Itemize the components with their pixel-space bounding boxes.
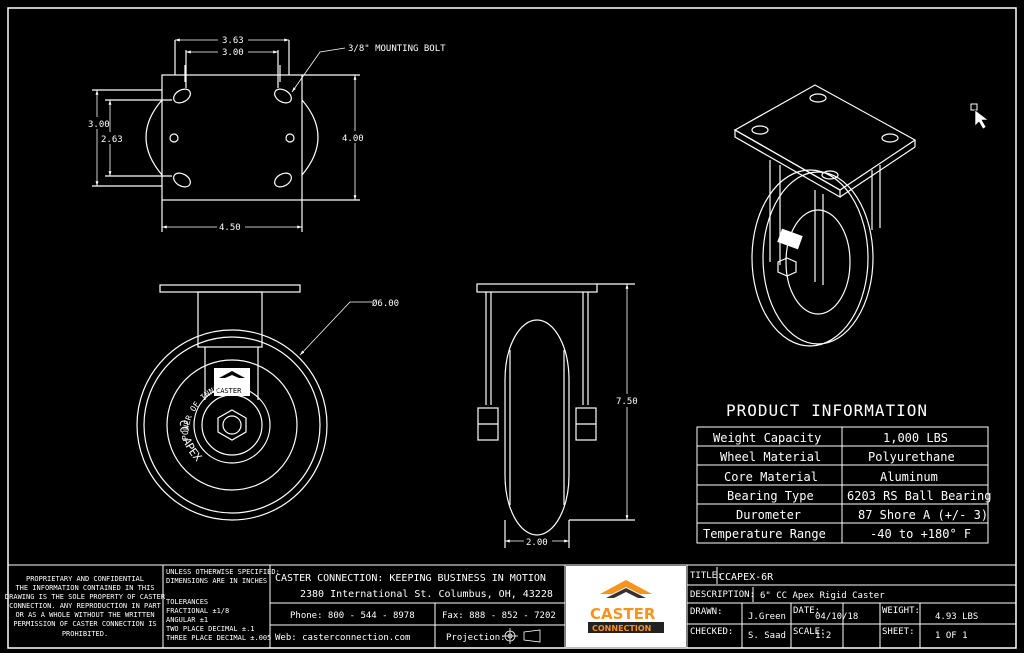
tolerances-label: TOLERANCES	[166, 598, 208, 606]
tolerances-block: UNLESS OTHERWISE SPECIFIED: DIMENSIONS A…	[166, 568, 280, 642]
drawn-value: J.Green	[748, 612, 786, 622]
angular-tol: ANGULAR ±1	[166, 616, 208, 624]
company-logo-mark: CASTER CONNECTION	[588, 580, 664, 633]
top-plate-dimensions	[95, 38, 357, 229]
dim-wheel-width: 2.00	[526, 538, 548, 548]
three-place-tol: THREE PLACE DECIMAL ±.005	[166, 634, 271, 642]
date-value: 04/10/18	[815, 612, 858, 622]
title-label: TITLE:	[690, 571, 723, 581]
proprietary-line: DRAWING IS THE SOLE PROPERTY OF CASTER	[5, 593, 166, 601]
proprietary-line: PERMISSION OF CASTER CONNECTION IS	[13, 620, 156, 628]
row-value: 87 Shore A (+/- 3)	[858, 508, 988, 522]
side-wheel-view	[136, 284, 328, 521]
proprietary-line: CONNECTION. ANY REPRODUCTION IN PART	[9, 602, 162, 610]
scale-label: SCALE:	[793, 627, 826, 637]
row-value: 1,000 LBS	[883, 431, 948, 445]
product-info-title: PRODUCT INFORMATION	[726, 401, 928, 420]
projection-label: Projection:	[446, 633, 506, 643]
dim-left-inner: 2.63	[101, 135, 123, 145]
company-fax: Fax: 888 - 852 - 7202	[442, 611, 556, 621]
product-info-table	[696, 426, 989, 544]
diameter-leader	[299, 301, 372, 356]
weight-label: WEIGHT:	[882, 606, 920, 616]
date-label: DATE:	[793, 606, 820, 616]
company-web: Web: casterconnection.com	[275, 633, 410, 643]
row-value: 6203 RS Ball Bearing	[847, 489, 992, 503]
row-label: Core Material	[724, 470, 818, 484]
row-label: Wheel Material	[720, 450, 821, 464]
proprietary-notice: PROPRIETARY AND CONFIDENTIAL THE INFORMA…	[5, 575, 166, 638]
row-label: Bearing Type	[727, 489, 814, 503]
fractional-tol: FRACTIONAL ±1/8	[166, 607, 229, 615]
projection-symbol-icon	[502, 628, 541, 644]
dim-top-outer: 3.63	[222, 36, 244, 46]
proprietary-line: THE INFORMATION CONTAINED IN THIS	[15, 584, 154, 592]
dim-wheel-diameter: Ø6.00	[372, 298, 399, 309]
row-value: Polyurethane	[868, 450, 955, 464]
row-label: Weight Capacity	[713, 431, 821, 445]
dim-mounting-bolt: 3/8" MOUNTING BOLT	[348, 44, 446, 54]
iso-logo-badge	[777, 228, 803, 250]
isometric-view	[733, 84, 917, 347]
title-value: CCAPEX-6R	[719, 572, 774, 583]
row-value: -40 to +180° F	[870, 527, 971, 541]
top-plate-view	[92, 40, 360, 232]
company-phone: Phone: 800 - 544 - 8978	[290, 611, 415, 621]
dim-right-height: 4.00	[342, 134, 364, 144]
sheet-label: SHEET:	[882, 627, 915, 637]
product-info-rows: Weight Capacity 1,000 LBS Wheel Material…	[703, 431, 992, 541]
dim-top-inner: 3.00	[222, 48, 244, 58]
caster-logo-mark: CASTER	[214, 368, 250, 396]
row-label: Durometer	[736, 508, 801, 522]
checked-label: CHECKED:	[690, 627, 733, 637]
dim-overall-height: 7.50	[616, 397, 638, 407]
unless-line1: UNLESS OTHERWISE SPECIFIED:	[166, 568, 280, 576]
logo-word-connection: CONNECTION	[592, 624, 651, 633]
scale-value: 1:2	[815, 631, 831, 641]
unless-line2: DIMENSIONS ARE IN INCHES	[166, 577, 267, 585]
company-logo	[566, 566, 686, 647]
drawing-border	[7, 7, 1017, 649]
description-label: DESCRIPTION:	[690, 590, 755, 600]
mouse-cursor-icon	[970, 103, 989, 130]
company-address: 2380 International St. Columbus, OH, 432…	[300, 589, 553, 600]
row-label: Temperature Range	[703, 527, 826, 541]
drawn-label: DRAWN:	[690, 607, 723, 617]
logo-word-caster: CASTER	[590, 605, 656, 623]
front-wheel-view	[476, 283, 635, 548]
proprietary-line: OR AS A WHOLE WITHOUT THE WRITTEN	[15, 611, 154, 619]
two-place-tol: TWO PLACE DECIMAL ±.1	[166, 625, 255, 633]
title-block-lines	[8, 564, 1016, 648]
proprietary-line: PROPRIETARY AND CONFIDENTIAL	[26, 575, 144, 583]
weight-value: 4.93 LBS	[935, 612, 978, 622]
wheel-logo-text: CASTER	[216, 387, 242, 395]
dim-bottom-width: 4.50	[219, 223, 241, 233]
description-value: 6" CC Apex Rigid Caster	[760, 591, 885, 601]
proprietary-line: PROHIBITED.	[62, 630, 108, 638]
sheet-value: 1 OF 1	[935, 631, 968, 641]
checked-value: S. Saad	[748, 631, 786, 641]
dim-left-outer: 3.00	[88, 120, 110, 130]
row-value: Aluminum	[880, 470, 938, 484]
company-tagline: CASTER CONNECTION: KEEPING BUSINESS IN M…	[275, 573, 546, 584]
